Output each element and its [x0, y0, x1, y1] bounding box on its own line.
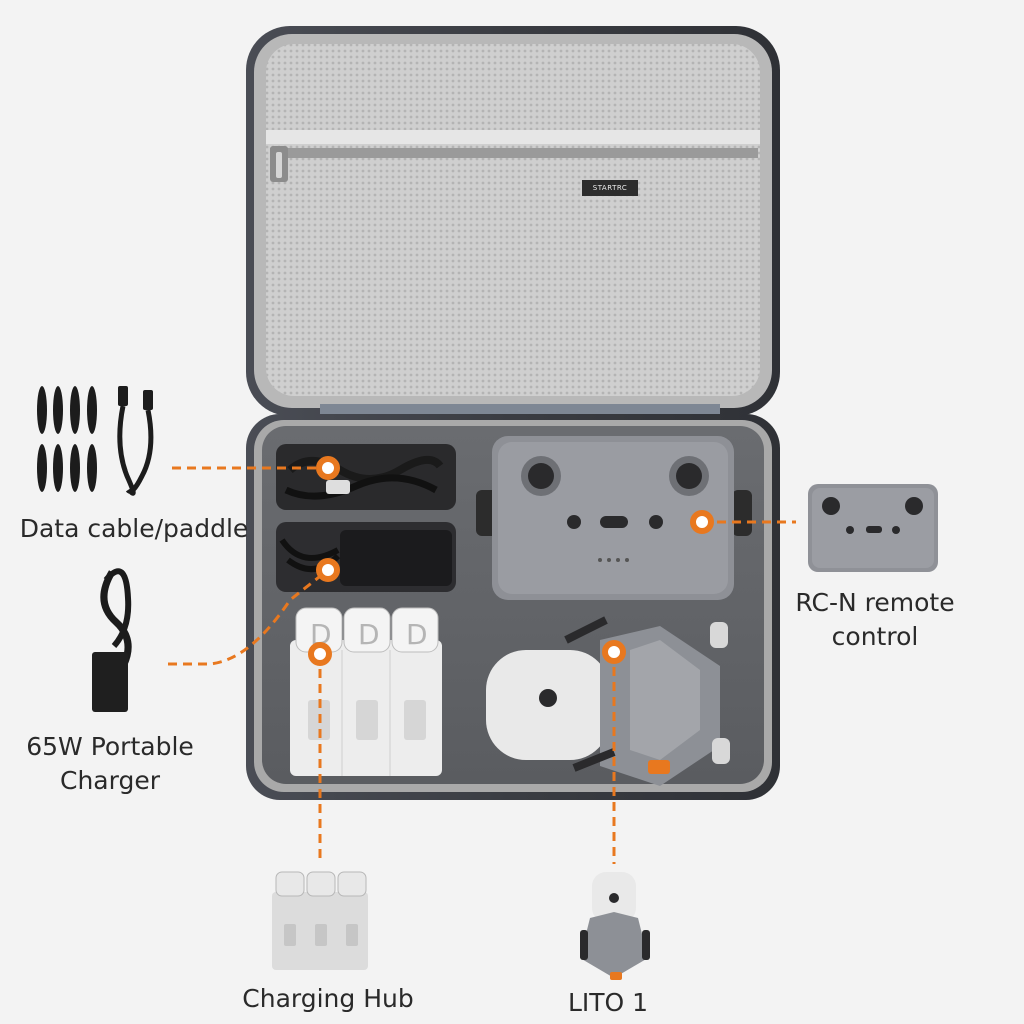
label-charger-line1: 65W Portable	[26, 732, 194, 761]
case-lid	[246, 26, 780, 416]
zipper-track[interactable]	[270, 148, 758, 158]
svg-text:D: D	[406, 618, 428, 651]
label-data-cable-text: Data cable/paddle	[19, 514, 249, 543]
charging-hub	[272, 871, 368, 970]
callout-dot-rc[interactable]	[690, 510, 714, 534]
label-data-cable-paddle: Data cable/paddle	[18, 512, 250, 546]
callout-dot-charger[interactable]	[316, 558, 340, 582]
brand-tag: STARTRC	[582, 180, 638, 196]
svg-text:D: D	[310, 618, 332, 651]
callout-dot-data-cable[interactable]	[316, 456, 340, 480]
usb-connector	[326, 480, 350, 494]
battery-pack: D D D	[290, 607, 442, 776]
zipper-band	[266, 130, 760, 144]
label-rc-line1: RC-N remote	[795, 588, 955, 617]
propeller-set	[37, 386, 97, 492]
label-hub-text: Charging Hub	[242, 984, 414, 1013]
label-portable-charger: 65W Portable Charger	[10, 730, 210, 798]
rc-n-remote-control	[808, 484, 938, 572]
case-base: D D D	[246, 414, 780, 800]
portable-charger	[92, 568, 132, 712]
label-drone-text: LITO 1	[567, 988, 649, 1017]
callout-dot-hub[interactable]	[308, 642, 332, 666]
usb-cable	[117, 386, 154, 496]
charger-brick	[340, 530, 452, 586]
callout-dot-drone[interactable]	[602, 640, 626, 664]
label-charger-line2: Charger	[60, 766, 160, 795]
zipper-pull-inner	[276, 152, 282, 178]
leader-line-charger	[168, 568, 329, 666]
label-rc-n-remote: RC-N remote control	[780, 586, 970, 654]
remote-controller-in-case	[476, 436, 752, 600]
label-rc-line2: control	[831, 622, 919, 651]
drone-in-case	[486, 616, 730, 786]
label-drone: LITO 1	[560, 986, 656, 1020]
mesh-pocket	[266, 44, 760, 396]
drone-folded	[580, 872, 650, 980]
label-charging-hub: Charging Hub	[228, 982, 428, 1016]
svg-text:D: D	[358, 618, 380, 651]
